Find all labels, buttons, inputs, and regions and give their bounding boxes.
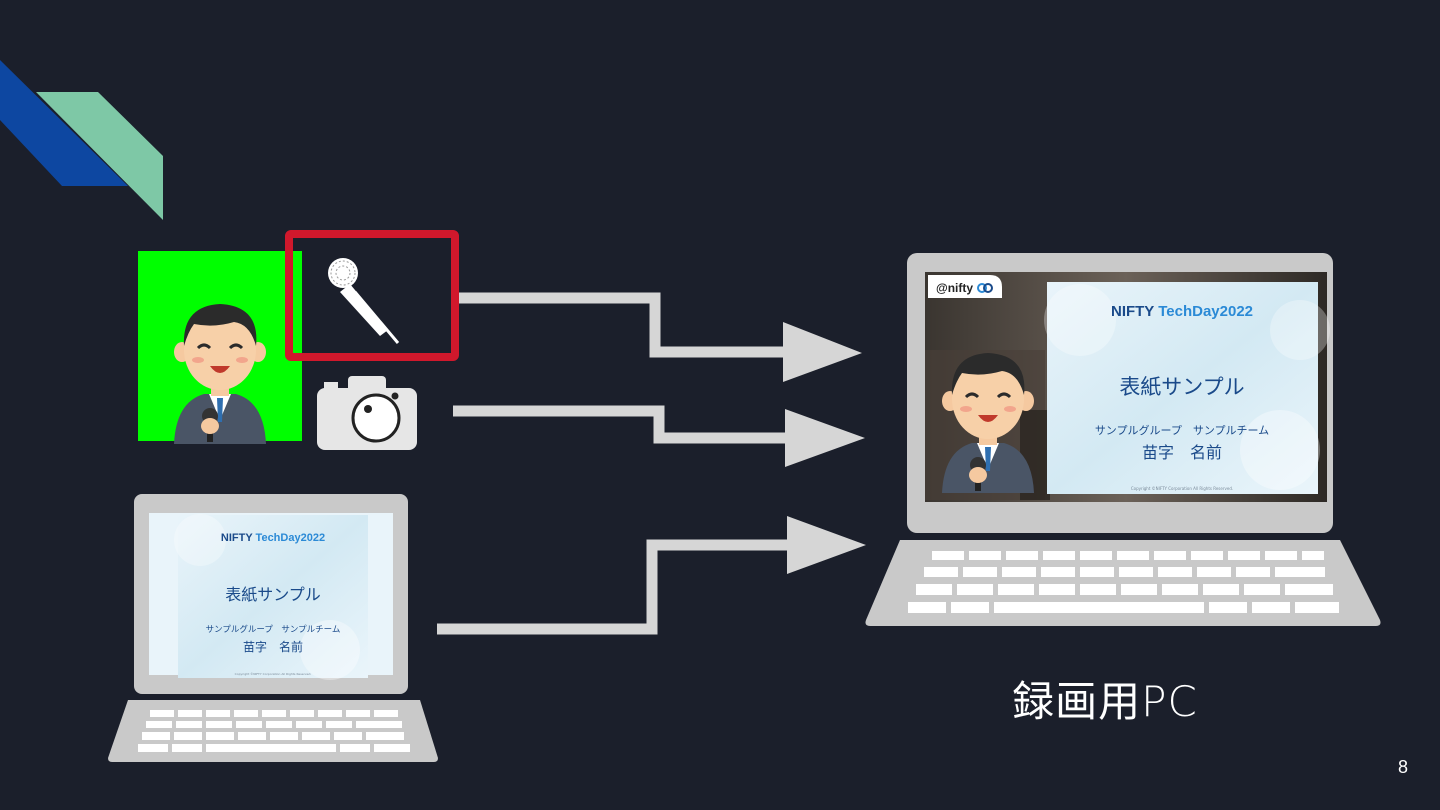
source-laptop: NIFTY TechDay2022 表紙サンプル サンプルグループ サンプルチー… [108, 494, 438, 762]
laptop-keyboard [108, 700, 438, 762]
highlight-box [285, 230, 459, 361]
decorative-green-stripe [36, 92, 163, 220]
microphone-group [285, 230, 459, 361]
recording-pc: @nifty NIFTY TechDay2022 表紙サンプル サンプルグループ… [865, 253, 1381, 626]
arrows [437, 292, 866, 635]
slide-name: 苗字 名前 [1142, 443, 1222, 462]
slide-brand: NIFTY TechDay2022 [221, 532, 325, 544]
microphone-icon [328, 258, 400, 344]
arrow-audio [459, 292, 862, 382]
slide-subtitle: サンプルグループ サンプルチーム [206, 624, 341, 635]
recording-pc-caption: 録画用PC [1012, 677, 1198, 726]
arrow-video [453, 405, 865, 467]
slide-thumbnail [1047, 282, 1318, 494]
arrow-screen [437, 516, 866, 635]
decorative-blue-stripe [0, 60, 128, 186]
slide-name: 苗字 名前 [243, 639, 303, 654]
green-screen-presenter [138, 251, 302, 446]
slide-title: 表紙サンプル [1119, 375, 1244, 399]
slide-copyright: Copyright ©NIFTY Corporation All Rights … [1131, 486, 1233, 491]
slide-copyright: Copyright ©NIFTY Corporation All Rights … [235, 672, 312, 676]
slide-thumbnail [178, 515, 368, 678]
slide-title: 表紙サンプル [225, 585, 321, 604]
slide-brand: NIFTY TechDay2022 [1111, 303, 1253, 320]
nifty-logo: @nifty [936, 281, 973, 295]
slide-subtitle: サンプルグループ サンプルチーム [1095, 423, 1269, 437]
camera-icon [317, 376, 417, 450]
page-number: 8 [1397, 757, 1408, 777]
